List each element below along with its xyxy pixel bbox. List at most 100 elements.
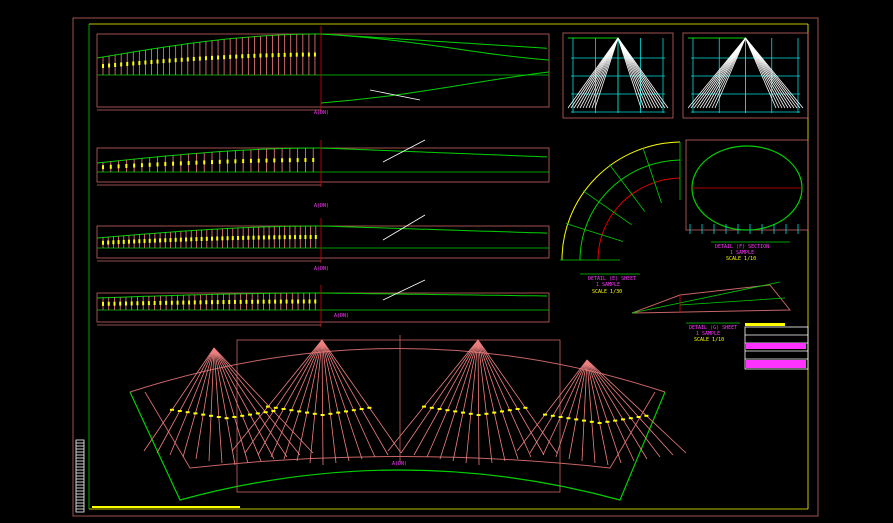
fan-spoke-label	[271, 410, 276, 412]
fan-spoke-label	[507, 409, 512, 412]
fan-spoke-label	[266, 405, 270, 408]
beam-3-station-label	[314, 235, 317, 240]
fan-spoke-label	[185, 411, 190, 414]
fan-spoke	[586, 359, 596, 464]
fan-spoke-label	[232, 416, 237, 418]
fan-spoke-label	[170, 408, 174, 411]
fan-spoke	[529, 359, 588, 454]
fan-spoke-label	[224, 417, 229, 420]
fan-spoke	[156, 347, 215, 454]
fan-spoke-label	[492, 411, 497, 414]
fan-spoke	[586, 359, 661, 458]
fan-spoke-label	[312, 412, 317, 415]
beam-4-station-label	[256, 299, 259, 304]
fan-spoke-label	[445, 409, 450, 412]
title-block-notes	[746, 360, 806, 368]
fan-spoke	[309, 339, 323, 464]
fan-spoke-label	[613, 419, 618, 422]
beam-3-station-label	[257, 235, 260, 240]
beam-2-station-label	[312, 158, 315, 163]
beam-1-right-bot	[320, 71, 550, 104]
beam-4-station-label	[142, 301, 145, 306]
beam-2-station-label	[133, 163, 136, 168]
panel-left-fan	[570, 37, 619, 109]
fan-spoke	[586, 359, 648, 460]
fan-spoke	[586, 359, 687, 454]
beam-3-station-label	[236, 235, 239, 240]
detail-f-qty: 1 SAMPLE	[730, 250, 755, 256]
panel-right-fan	[745, 37, 795, 109]
beam-1-station-label	[198, 56, 201, 61]
panel-left-fan	[573, 37, 619, 109]
beam-4-station-label	[302, 299, 305, 304]
beam-3-station-label	[283, 235, 286, 240]
fan-outer	[129, 391, 666, 501]
beam-3-station-label	[195, 237, 198, 242]
panel-right-fan	[745, 37, 789, 109]
fan-spoke-label	[582, 419, 586, 422]
fan-spoke-label	[328, 412, 333, 415]
beam-3-station-label	[268, 235, 271, 240]
beam-4-station-label	[182, 300, 185, 305]
beam-3-station-label	[242, 235, 245, 240]
fan-frame	[236, 339, 561, 493]
fan-spoke-label	[344, 410, 348, 413]
beam-1-station-label	[132, 61, 135, 66]
fan-spoke	[586, 359, 622, 464]
beam-4-station-label	[124, 301, 127, 306]
beam-4-station-label	[199, 300, 202, 305]
fan-spoke	[213, 347, 275, 460]
fan-spoke	[143, 347, 215, 452]
beam-2-station-label	[281, 158, 284, 163]
fan-spoke	[477, 339, 519, 460]
beam-3-station-label	[133, 239, 136, 244]
beam-4-station-label	[159, 300, 162, 305]
fan-spoke	[426, 339, 479, 458]
beam-1-station-label	[289, 52, 292, 57]
beam-4-station-label	[153, 301, 156, 306]
beam-3-station-label	[304, 235, 307, 240]
panel-left-fan	[582, 37, 619, 109]
fan-spoke	[413, 339, 479, 456]
fan-spoke	[213, 347, 249, 464]
panel-left-fan	[617, 37, 669, 109]
title-block-header	[745, 323, 785, 326]
beam-1-station-label	[217, 55, 220, 60]
panel-left-fan	[579, 37, 619, 109]
beam-3-station-label	[252, 235, 255, 240]
fan-spoke-label	[468, 412, 473, 415]
fan-spoke	[542, 359, 588, 456]
panel-left-fan	[617, 37, 660, 109]
beam-3-station-label	[107, 240, 110, 245]
fan-spoke-label	[336, 411, 341, 414]
panel-right-fan	[745, 37, 786, 109]
beam-1-station-label	[204, 56, 207, 61]
fan-spoke-label	[255, 412, 260, 415]
fan-spoke	[516, 359, 588, 452]
beam-4-station-label	[107, 301, 110, 306]
beam-3-station-label	[273, 235, 276, 240]
beam-4-station-label	[170, 300, 173, 305]
beam-4-station-label	[245, 299, 248, 304]
beam-2-station-label	[265, 158, 268, 163]
ring-spoke	[609, 164, 646, 212]
panel-right-fan	[745, 37, 801, 109]
beam-4-outline	[96, 292, 550, 323]
fan-spoke	[169, 347, 215, 456]
fan-spoke-label	[209, 414, 213, 417]
beam-3-station-label	[112, 240, 115, 245]
beam-3-leader	[382, 214, 426, 241]
beam-4-mark: A(DN)	[334, 313, 350, 319]
beam-4-station-label	[205, 300, 208, 305]
beam-4-station-label	[188, 300, 191, 305]
title-block	[744, 326, 809, 370]
ring-spoke	[642, 147, 662, 204]
beam-3-station-label	[117, 240, 120, 245]
beam-2-station-label	[257, 158, 260, 163]
ring-spoke	[565, 223, 624, 242]
beam-1-station-label	[241, 54, 244, 59]
beam-2-station-label	[125, 163, 128, 168]
fan-spoke-label	[589, 420, 594, 423]
beam-1-station-label	[114, 62, 117, 67]
fan-spoke	[568, 359, 588, 460]
